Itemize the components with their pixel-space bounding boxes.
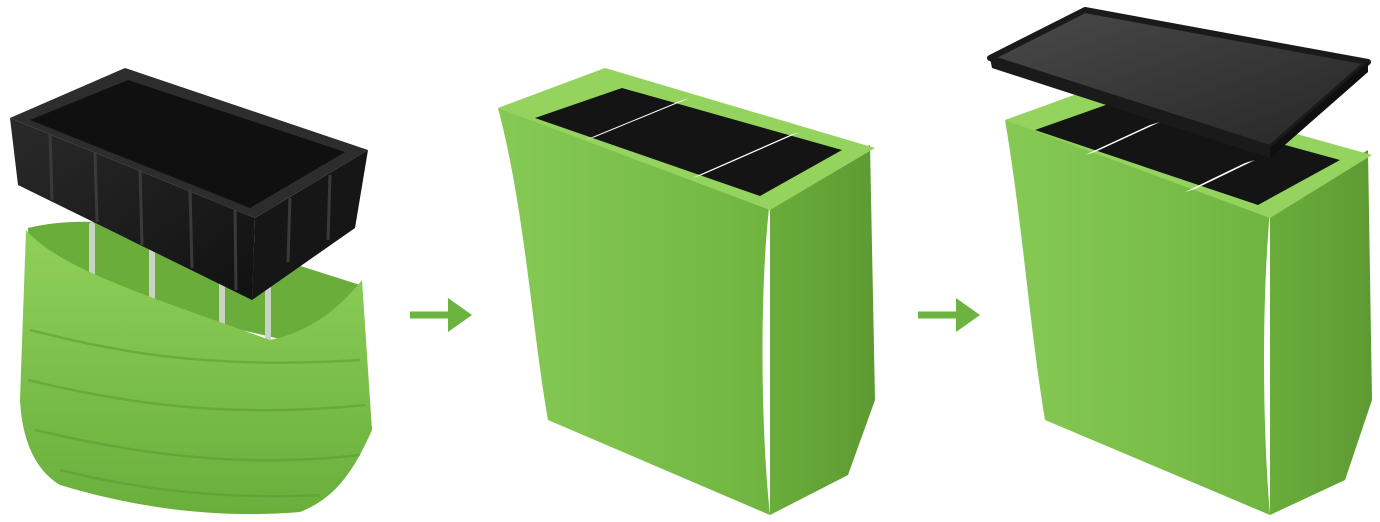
step-1-group [10,68,372,514]
step-3-group [990,10,1372,515]
step-2-group [498,68,875,515]
arrow-1-icon [410,298,472,332]
arrow-2-icon [918,298,980,332]
